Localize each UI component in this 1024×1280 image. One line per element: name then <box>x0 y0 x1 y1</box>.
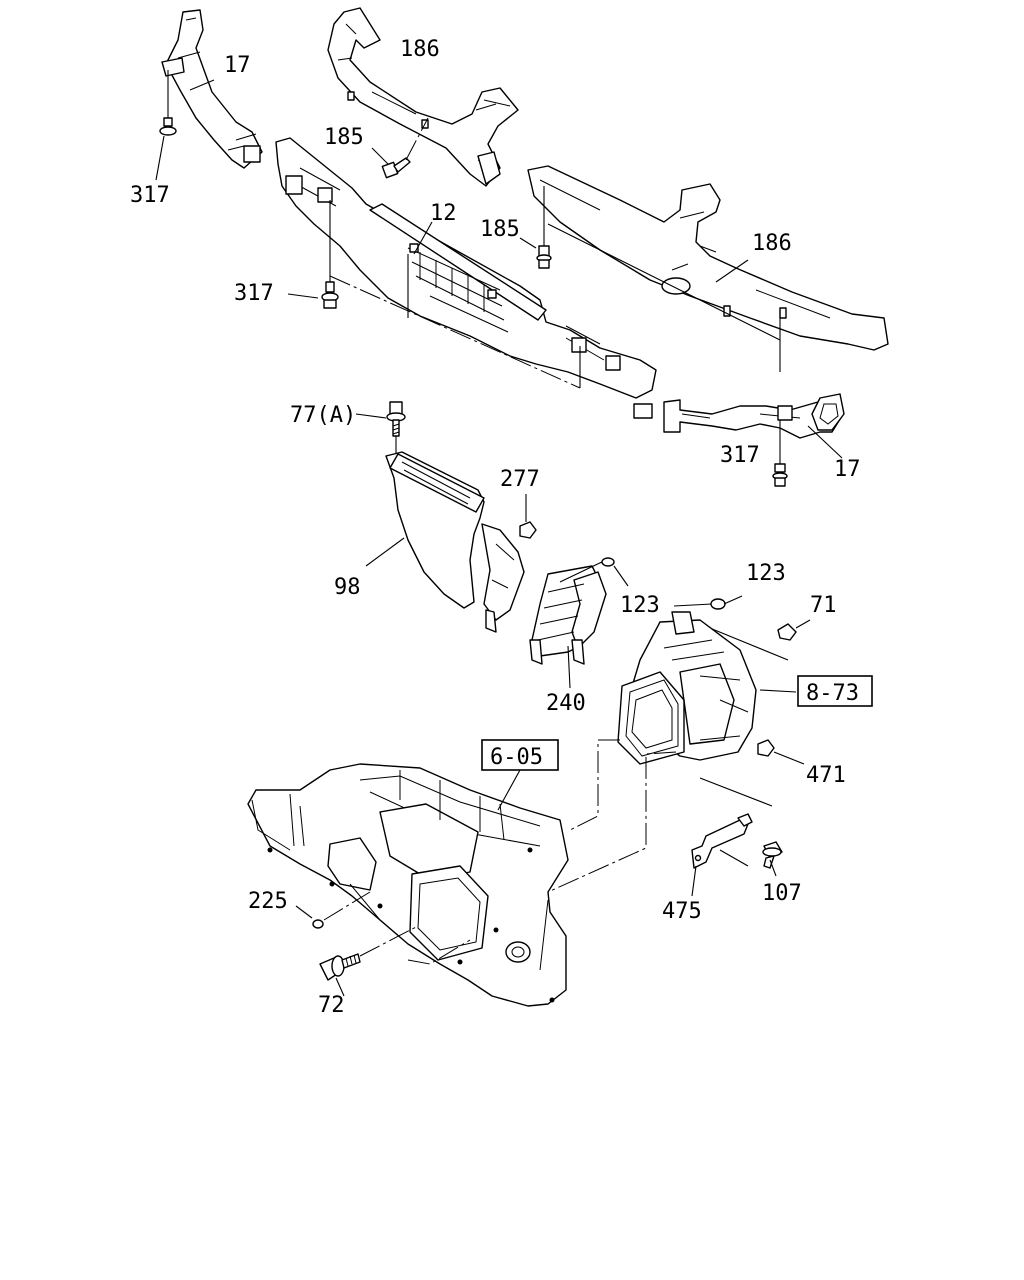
callout-317-right: 317 <box>720 443 760 468</box>
nut-277 <box>519 494 537 539</box>
leader-98 <box>365 537 405 567</box>
callout-107: 107 <box>762 881 802 906</box>
duct-186-top <box>327 7 519 187</box>
reference-box-873[interactable] <box>797 675 873 707</box>
duct-17-right <box>663 393 845 439</box>
screw-123-a <box>559 557 629 587</box>
guide-line-blower-b <box>547 751 677 893</box>
callout-12: 12 <box>430 201 457 226</box>
bolt-185-top <box>371 117 429 179</box>
bolt-317-right <box>772 420 843 487</box>
bolt-72 <box>319 925 471 997</box>
callout-471: 471 <box>806 763 846 788</box>
housing-240 <box>529 565 607 689</box>
guide-line-12-left <box>329 275 581 389</box>
bolt-107 <box>762 841 783 877</box>
bolt-317-top-left <box>155 70 177 181</box>
dash-panel <box>247 763 569 1007</box>
duct-98 <box>385 451 525 633</box>
callout-8-73[interactable]: 8-73 <box>806 681 859 706</box>
grommet-225 <box>295 891 371 929</box>
blower-unit <box>617 611 757 765</box>
screw-123-b <box>673 595 743 610</box>
callout-185-mid: 185 <box>480 217 520 242</box>
callout-186-mid: 186 <box>752 231 792 256</box>
callout-123-b: 123 <box>746 561 786 586</box>
callout-71: 71 <box>810 593 837 618</box>
callout-277: 277 <box>500 467 540 492</box>
leader-605 <box>497 769 521 811</box>
bolt-185-mid <box>519 186 781 372</box>
callout-6-05[interactable]: 6-05 <box>490 745 543 770</box>
callout-17-right: 17 <box>834 457 861 482</box>
nut-471 <box>699 739 805 807</box>
callout-317-top: 317 <box>130 183 170 208</box>
callout-98: 98 <box>334 575 361 600</box>
nut-71 <box>699 619 811 661</box>
callout-475: 475 <box>662 899 702 924</box>
callout-186-top: 186 <box>400 37 440 62</box>
callout-185-top: 185 <box>324 125 364 150</box>
leader-186-mid <box>715 259 749 283</box>
bracket-475 <box>691 813 753 897</box>
bolt-77a <box>355 401 406 454</box>
callout-17-top: 17 <box>224 53 251 78</box>
callout-317-mid: 317 <box>234 281 274 306</box>
callout-225: 225 <box>248 889 288 914</box>
duct-186-mid <box>527 165 889 351</box>
leader-873 <box>759 689 797 693</box>
reference-box-605[interactable] <box>481 739 559 771</box>
callout-72: 72 <box>318 993 345 1018</box>
guide-line-blower-a <box>569 739 620 831</box>
duct-17-left <box>161 9 263 169</box>
panel-12 <box>275 137 657 419</box>
leader-12 <box>413 221 433 255</box>
callout-77a: 77(A) <box>290 403 356 428</box>
callout-123-a: 123 <box>620 593 660 618</box>
callout-240: 240 <box>546 691 586 716</box>
bolt-317-mid <box>287 200 339 309</box>
